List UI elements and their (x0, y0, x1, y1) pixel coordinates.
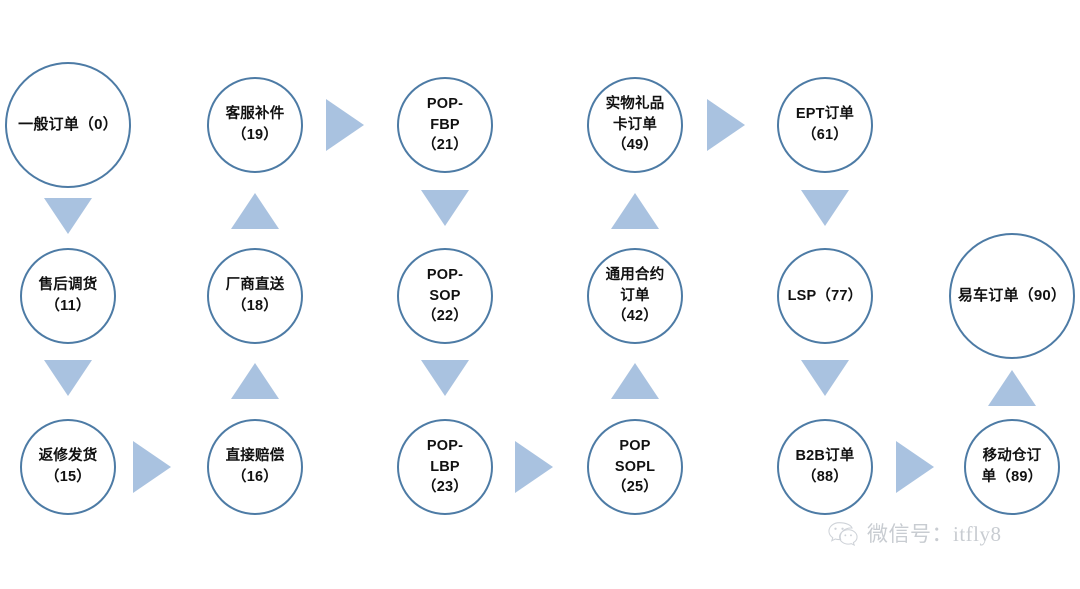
wechat-logo-icon (828, 522, 858, 546)
node-90[interactable]: 易车订单（90） (949, 233, 1075, 359)
node-61[interactable]: EPT订单 （61） (777, 77, 873, 173)
node-19[interactable]: 客服补件 （19） (207, 77, 303, 173)
node-89[interactable]: 移动仓订 单（89） (964, 419, 1060, 515)
node-label: 返修发货 （15） (38, 448, 98, 485)
arrow-down-21-to-22 (421, 190, 469, 226)
watermark-text: 微信号：itfly8 (867, 522, 1002, 546)
node-label: 易车订单（90） (957, 287, 1067, 305)
node-label: 直接赔偿 （16） (225, 448, 285, 485)
node-label: POP SOPL （25） (612, 438, 658, 496)
node-16[interactable]: 直接赔偿 （16） (207, 419, 303, 515)
node-88[interactable]: B2B订单 （88） (777, 419, 873, 515)
watermark: 微信号：itfly8 (828, 518, 1002, 548)
node-label: POP- FBP （21） (422, 96, 468, 154)
node-77[interactable]: LSP（77） (777, 248, 873, 344)
node-42[interactable]: 通用合约 订单 （42） (587, 248, 683, 344)
node-0[interactable]: 一般订单（0） (5, 62, 131, 188)
arrow-right-88-to-89 (896, 441, 934, 493)
arrow-down-22-to-23 (421, 360, 469, 396)
arrow-up-25-to-42 (611, 363, 659, 399)
node-11[interactable]: 售后调货 （11） (20, 248, 116, 344)
arrow-right-49-to-61 (707, 99, 745, 151)
node-21[interactable]: POP- FBP （21） (397, 77, 493, 173)
node-18[interactable]: 厂商直送 （18） (207, 248, 303, 344)
arrow-down-11-to-15 (44, 360, 92, 396)
node-label: B2B订单 （88） (795, 448, 855, 485)
arrow-up-42-to-49 (611, 193, 659, 229)
arrow-up-16-to-18 (231, 363, 279, 399)
node-label: 实物礼品 卡订单 （49） (605, 96, 665, 154)
arrow-down-61-to-77 (801, 190, 849, 226)
node-23[interactable]: POP- LBP （23） (397, 419, 493, 515)
node-label: 售后调货 （11） (38, 277, 98, 314)
arrow-up-18-to-19 (231, 193, 279, 229)
node-label: 通用合约 订单 （42） (605, 267, 665, 325)
node-label: POP- LBP （23） (422, 438, 468, 496)
arrow-down-77-to-88 (801, 360, 849, 396)
arrow-down-0-to-11 (44, 198, 92, 234)
node-label: 厂商直送 （18） (225, 277, 285, 314)
node-label: POP- SOP （22） (422, 267, 468, 325)
arrow-right-19-to-21 (326, 99, 364, 151)
arrow-up-89-to-90 (988, 370, 1036, 406)
node-49[interactable]: 实物礼品 卡订单 （49） (587, 77, 683, 173)
node-25[interactable]: POP SOPL （25） (587, 419, 683, 515)
node-label: LSP（77） (787, 287, 863, 304)
node-22[interactable]: POP- SOP （22） (397, 248, 493, 344)
node-15[interactable]: 返修发货 （15） (20, 419, 116, 515)
arrow-right-23-to-25 (515, 441, 553, 493)
node-label: 一般订单（0） (18, 116, 118, 134)
arrow-right-15-to-16 (133, 441, 171, 493)
node-label: 移动仓订 单（89） (981, 448, 1043, 485)
node-label: EPT订单 （61） (795, 106, 855, 143)
node-label: 客服补件 （19） (225, 106, 285, 143)
